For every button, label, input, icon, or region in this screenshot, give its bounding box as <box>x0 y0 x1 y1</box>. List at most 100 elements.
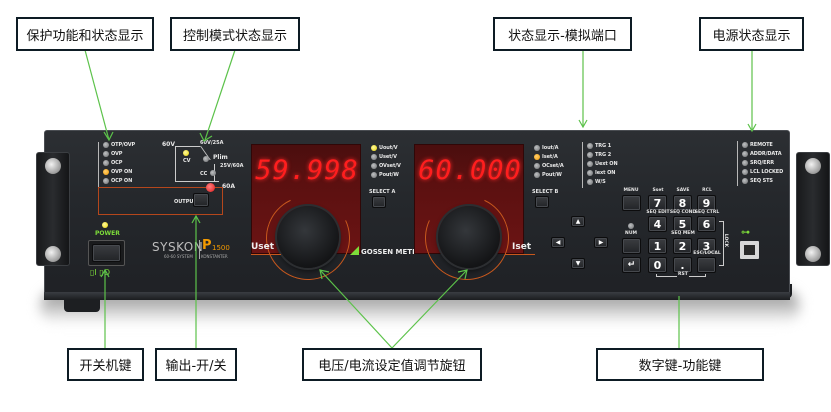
plim-label: Plim <box>213 154 228 161</box>
key-8[interactable]: 8 <box>673 195 692 211</box>
arrow-right-button[interactable]: ▶ <box>594 237 608 248</box>
output-button[interactable] <box>193 193 209 207</box>
brand-name: SYSKON <box>152 240 204 254</box>
callout-control-mode: 控制模式状态显示 <box>170 17 300 51</box>
left-foot <box>64 298 100 312</box>
right-rack-handle <box>796 152 830 266</box>
key-5[interactable]: 5 <box>673 216 692 232</box>
key-decimal[interactable]: . <box>673 257 692 273</box>
select-a-button[interactable] <box>372 196 386 208</box>
led-iout <box>534 145 540 151</box>
key-0[interactable]: 0 <box>648 257 667 273</box>
key-label: RCL <box>702 188 712 193</box>
select-b-button[interactable] <box>535 196 549 208</box>
power-switch-bezel <box>88 240 125 266</box>
enter-button[interactable]: ↵ <box>622 257 641 273</box>
select-a-label: SELECT A <box>369 189 396 195</box>
led-output <box>206 183 215 192</box>
key-4[interactable]: 4 <box>648 216 667 232</box>
callout-power-switch: 开关机键 <box>67 348 144 381</box>
divider <box>582 142 583 188</box>
key-3[interactable]: 3 <box>697 238 716 254</box>
led-label: OCset/A <box>542 163 564 169</box>
led-addr-data <box>742 151 748 157</box>
led-label: Iext ON <box>595 170 616 176</box>
chassis-bottom-edge <box>44 292 790 300</box>
key-2[interactable]: 2 <box>673 238 692 254</box>
callout-protection-status: 保护功能和状态显示 <box>16 17 154 51</box>
output-frame <box>98 187 223 215</box>
iset-underline <box>505 254 535 255</box>
led-label: TRG 1 <box>595 143 612 149</box>
esc-local-button[interactable] <box>697 257 716 273</box>
lock-bracket <box>719 221 724 266</box>
brand-divider <box>199 240 200 259</box>
brand-sub-left: 60-60 SYSTEM <box>164 254 193 259</box>
i-max-label: 60A <box>222 183 235 190</box>
lock-label: LOCK <box>723 233 729 248</box>
menu-button[interactable] <box>622 195 641 211</box>
led-label: ADDR/DATA <box>750 151 782 157</box>
led-iext-on <box>587 170 593 176</box>
corner-right-label: 25V/60A <box>220 163 244 169</box>
brand-sub-right: KONSTANTER <box>201 254 228 259</box>
screw-icon <box>805 246 821 262</box>
led-srq-err <box>742 160 748 166</box>
arrow-left-button[interactable]: ◀ <box>551 237 565 248</box>
led-ovp <box>103 151 109 157</box>
power-label: POWER <box>95 230 120 237</box>
iset-label: Iset <box>512 242 532 252</box>
key-label: ESC/LOCAL <box>693 251 721 256</box>
led-ocset <box>534 163 540 169</box>
led-label: TRG 2 <box>595 152 612 158</box>
callout-keypad: 数字键-功能键 <box>596 348 764 381</box>
led-label: SRQ/ERR <box>750 160 774 166</box>
key-label: SEQ CTRL <box>694 210 720 215</box>
manufacturer-label: GOSSEN METRAWATT <box>361 248 445 256</box>
power-switch[interactable] <box>92 244 121 262</box>
voltage-knob[interactable] <box>277 206 339 268</box>
current-knob[interactable] <box>438 206 500 268</box>
num-button[interactable] <box>622 238 641 254</box>
led-label: Iset/A <box>542 154 558 160</box>
led-label: OTP/OVP <box>111 142 136 148</box>
led-trg2 <box>587 152 593 158</box>
cv-label: CV <box>183 158 191 164</box>
arrow-up-button[interactable]: ▲ <box>571 216 585 227</box>
key-label: SEQ EDIT <box>646 210 670 215</box>
uset-label: Uset <box>251 242 275 252</box>
led-otp-ovp <box>103 142 109 148</box>
left-rack-handle <box>36 152 70 266</box>
key-6[interactable]: 6 <box>697 216 716 232</box>
key-7[interactable]: 7 <box>648 195 667 211</box>
gossen-logo-icon <box>350 246 359 255</box>
led-label: OVP ON <box>111 169 133 175</box>
key-1[interactable]: 1 <box>648 238 667 254</box>
output-label: OUTPUT <box>174 199 197 205</box>
uset-underline <box>251 254 281 255</box>
mode-curve-top <box>175 146 200 147</box>
key-label: Sset <box>652 188 664 193</box>
led-remote <box>742 142 748 148</box>
select-b-label: SELECT B <box>532 189 559 195</box>
led-label: OCP <box>111 160 123 166</box>
led-trg1 <box>587 143 593 149</box>
led-label: Iout/A <box>542 145 559 151</box>
current-readout: 60.000 <box>418 155 522 186</box>
key-9[interactable]: 9 <box>697 195 716 211</box>
led-label: Uset/V <box>379 154 397 160</box>
led-ocp-on <box>103 178 109 184</box>
arrow-down-button[interactable]: ▼ <box>571 258 585 269</box>
usb-port-socket <box>744 245 755 255</box>
usb-port[interactable] <box>740 241 759 259</box>
led-ovp-on <box>103 169 109 175</box>
led-ws <box>587 179 593 185</box>
rst-label: RST <box>677 272 689 277</box>
led-label: REMOTE <box>750 142 773 148</box>
callout-output-toggle: 输出-开/关 <box>155 348 237 381</box>
led-uext-on <box>587 161 593 167</box>
usb-icon: ⊶ <box>741 228 750 238</box>
menu-label: MENU <box>623 188 639 193</box>
key-label: SEQ COND <box>669 210 697 215</box>
led-lcl-locked <box>742 169 748 175</box>
